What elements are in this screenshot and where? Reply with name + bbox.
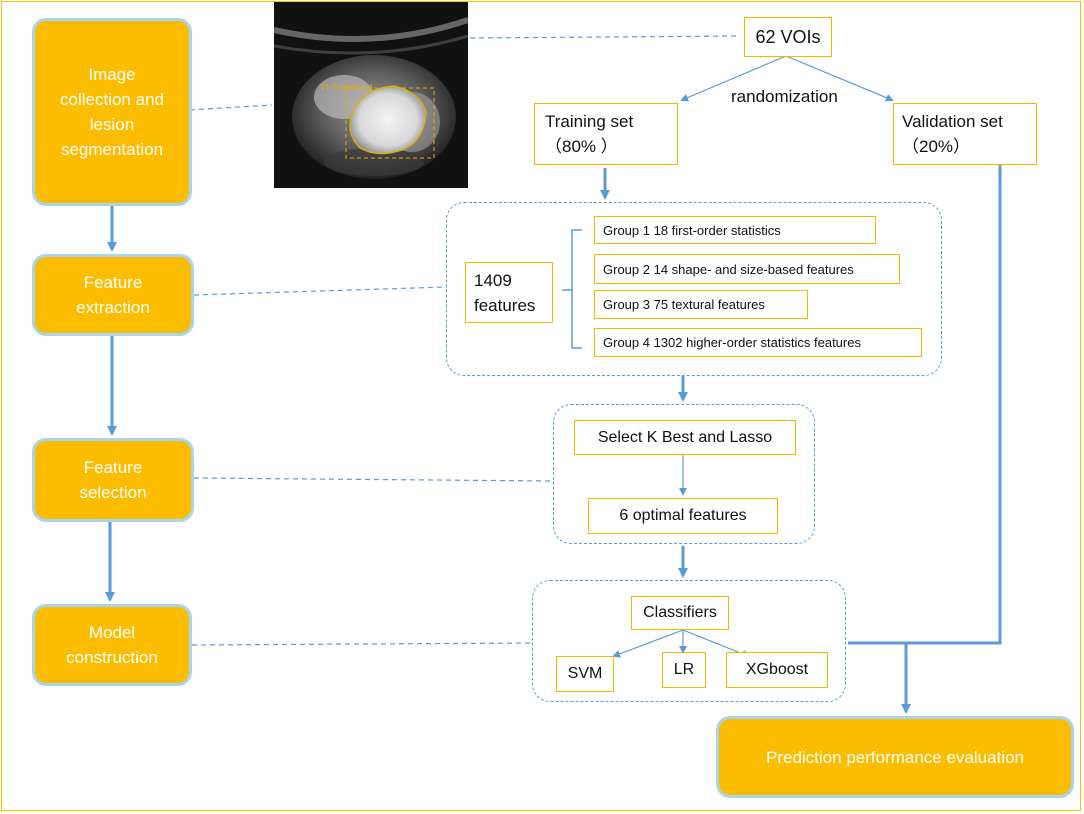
training-set-box: Training set （80% ） [534, 103, 678, 165]
classifiers-title: Classifiers [643, 604, 717, 621]
classifier-lr: LR [662, 652, 706, 688]
total-features-count: 1409 [474, 270, 512, 290]
model-construction-group [532, 580, 846, 702]
stage-feature-selection-label: Feature selection [79, 458, 147, 502]
feature-group-3-label: Group 3 75 textural features [603, 297, 765, 312]
stage-feature-extraction: Feature extraction [32, 254, 194, 336]
total-features-label: features [474, 295, 536, 315]
feature-group-2-label: Group 2 14 shape- and size-based feature… [603, 261, 854, 277]
vois-label: 62 VOIs [755, 26, 821, 47]
mri-image: T1-Tumor1-1-1 [274, 2, 468, 188]
classifier-svm-label: SVM [567, 665, 603, 682]
feature-group-1-label: Group 1 18 first-order statistics [603, 222, 781, 238]
evaluation-box: Prediction performance evaluation [716, 716, 1074, 798]
vois-box: 62 VOIs [744, 17, 832, 57]
training-set-title: Training set [545, 112, 634, 131]
classifier-svm: SVM [556, 656, 614, 692]
leader-features [193, 286, 447, 296]
pipeline-arrows [105, 204, 117, 602]
feature-group-2: Group 2 14 shape- and size-based feature… [594, 254, 900, 284]
dashed-leaders [189, 35, 741, 646]
evaluation-connectors [848, 162, 1002, 714]
split-arrows [680, 55, 894, 102]
leader-vois [469, 35, 741, 39]
feature-group-3: Group 3 75 textural features [594, 290, 808, 319]
feature-group-4: Group 4 1302 higher-order statistics fea… [594, 328, 922, 357]
classifier-lr-label: LR [673, 661, 695, 678]
feature-group-1: Group 1 18 first-order statistics [594, 216, 876, 244]
validation-line [848, 162, 1002, 645]
mri-overlay-label: T1-Tumor1-1-1 [320, 83, 374, 92]
evaluation-label: Prediction performance evaluation [766, 747, 1024, 767]
stage-image-collection: Image collection and lesion segmentation [32, 18, 192, 206]
validation-set-share: （20%） [902, 137, 971, 156]
stage-model-construction: Model construction [32, 604, 192, 686]
randomization-label: randomization [731, 87, 838, 106]
mri-scan-graphic: T1-Tumor1-1-1 [274, 17, 468, 179]
training-set-share: （80% ） [545, 137, 618, 156]
stage-model-construction-label: Model construction [66, 623, 158, 667]
feature-group-4-label: Group 4 1302 higher-order statistics fea… [603, 335, 861, 350]
feature-extraction-group [446, 202, 942, 376]
select-method-label: Select K Best and Lasso [597, 428, 773, 446]
arrow-to-xgboost [682, 629, 750, 658]
leader-image [189, 104, 273, 111]
optimal-features-label: 6 optimal features [619, 507, 747, 524]
select-method-box: Select K Best and Lasso [574, 420, 796, 455]
arrow-to-svm [612, 629, 684, 658]
arrow-to-training [680, 55, 787, 102]
classifiers-box: Classifiers [631, 596, 729, 630]
stage-feature-selection: Feature selection [32, 438, 194, 522]
flow-arrows [600, 168, 688, 578]
classifier-arrows [612, 629, 750, 658]
feature-selection-group [553, 404, 815, 544]
classifier-xgboost: XGboost [726, 652, 828, 688]
stage-image-collection-label: Image collection and lesion segmentation [60, 65, 164, 159]
total-features-box: 1409 features [465, 262, 553, 323]
stage-feature-extraction-label: Feature extraction [76, 273, 150, 317]
optimal-features-box: 6 optimal features [588, 498, 778, 534]
leader-model [191, 642, 533, 646]
classifier-xgboost-label: XGboost [745, 661, 809, 678]
leader-selection [193, 477, 553, 482]
arrow-to-validation [785, 55, 894, 102]
feature-bracket [562, 229, 582, 349]
validation-set-title: Validation set [902, 112, 1003, 131]
validation-set-box: Validation set （20%） [893, 103, 1037, 165]
